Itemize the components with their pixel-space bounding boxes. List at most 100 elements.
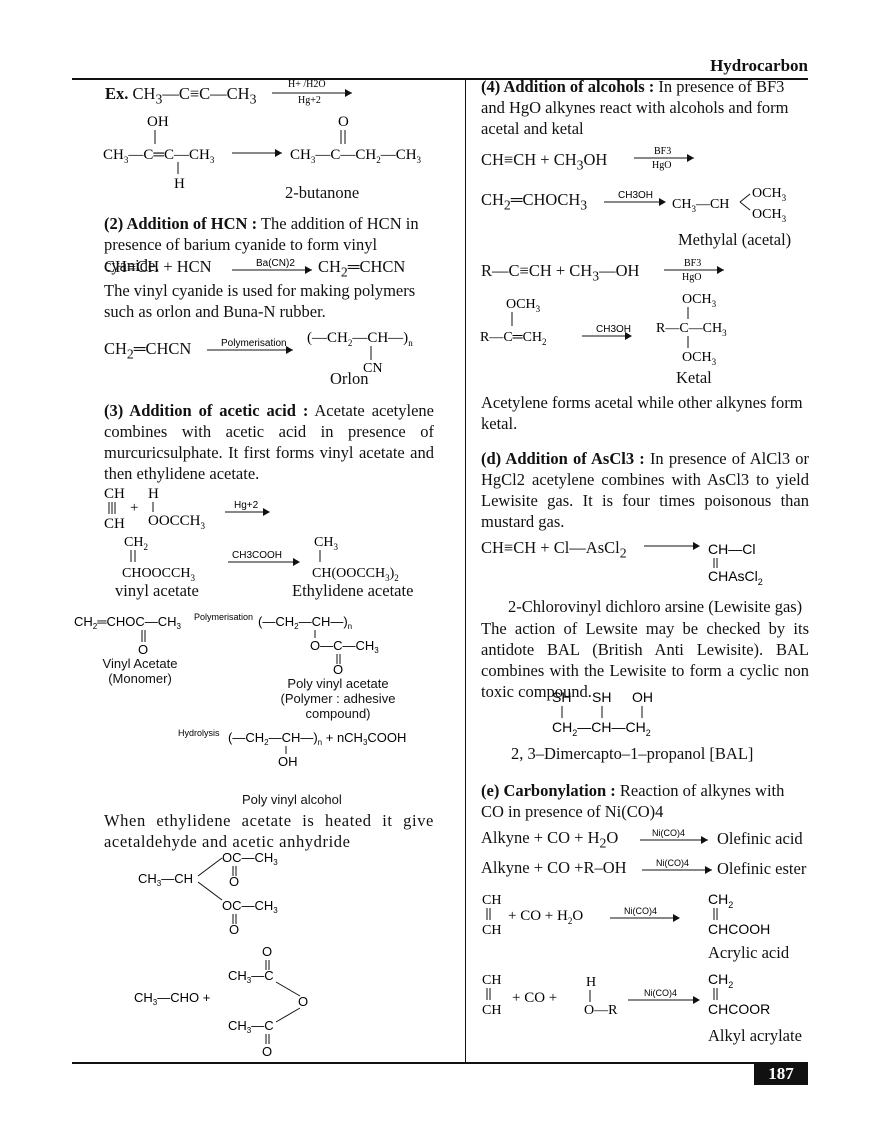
svg-text:O: O: [262, 944, 272, 959]
butanone-label: 2-butanone: [285, 183, 360, 202]
carbonylation-paragraph: (e) Carbonylation : Reaction of alkynes …: [481, 780, 809, 822]
vinyl-acetate-polymerisation: CH2═CHOC—CH3 O Polymerisation (—CH2—CH—)…: [74, 612, 379, 677]
top-rule: [72, 78, 808, 80]
acrylic-acid-formation: CH CH + CO + H2O Ni(CO)4 CH2 CHCOOH: [482, 891, 770, 938]
svg-text:CH3—CHO +: CH3—CHO +: [134, 990, 210, 1007]
svg-text:H: H: [174, 176, 185, 192]
ascl3-heading: (d) Addition of AsCl3 :: [481, 449, 645, 468]
orlon-polymerisation: Polymerisation (—CH2—CH—)n CN: [207, 330, 413, 376]
alcohols-paragraph: (4) Addition of alcohols : In presence o…: [481, 76, 809, 139]
svg-text:OC—CH3: OC—CH3: [222, 898, 278, 915]
svg-text:(—CH2—CH—)n: (—CH2—CH—)n: [307, 330, 413, 348]
ethylidene-label: Ethylidene acetate: [292, 581, 414, 600]
bf3-arrow-1: BF3 HgO: [634, 146, 694, 171]
svg-text:OH: OH: [147, 114, 169, 130]
svg-text:H: H: [148, 486, 159, 502]
bal-label: 2, 3–Dimercapto–1–propanol [BAL]: [511, 744, 754, 763]
svg-text:CH2: CH2: [124, 535, 148, 552]
vinyl-cyanide-monomer: CH2═CHCN: [104, 339, 192, 362]
acetylene-ascl3: CH≡CH + Cl—AsCl2: [481, 538, 627, 561]
svg-text:CH3—C: CH3—C: [228, 968, 274, 985]
acetal-text: Acetylene forms acetal while other alkyn…: [481, 393, 803, 433]
monomer-line2: (Monomer): [108, 671, 172, 686]
ex-reagent-top: H+ /H2O: [288, 79, 326, 90]
hcn-use-text: The vinyl cyanide is used for making pol…: [104, 281, 416, 321]
bottom-rule: [72, 1062, 808, 1064]
svg-text:CH2: CH2: [708, 891, 733, 910]
bf3-label: BF3: [654, 146, 671, 157]
svg-text:(—CH2—CH—)n: (—CH2—CH—)n: [258, 614, 352, 631]
olefinic-acid: Olefinic acid: [717, 829, 803, 848]
nico4-label-3: Ni(CO)4: [624, 906, 657, 916]
svg-text:CH3—C═C—CH3: CH3—C═C—CH3: [103, 147, 215, 165]
svg-text:CH: CH: [482, 1003, 501, 1018]
svg-text:CH(OOCCH3)2: CH(OOCCH3)2: [312, 566, 399, 583]
svg-text:O: O: [229, 922, 239, 937]
acetic-anhydride-structure: O CH3—C O CH3—CHO + CH3—C O: [134, 944, 308, 1059]
svg-text:H: H: [586, 975, 596, 990]
heated-text: When ethylidene acetate is heated it giv…: [104, 811, 434, 851]
alkyne-methanol: R—C≡CH + CH3—OH: [481, 261, 640, 284]
lewisite-label: 2-Chlorovinyl dichloro arsine (Lewisite …: [508, 597, 803, 616]
svg-text:CH2—CH—CH2: CH2—CH—CH2: [552, 719, 651, 738]
hgo-label-2: HgO: [682, 272, 701, 283]
ketal-label: Ketal: [676, 368, 712, 387]
svg-text:OCH3: OCH3: [682, 292, 717, 309]
svg-text:CHCOOH: CHCOOH: [708, 921, 770, 937]
svg-text:CH2═CHOC—CH3: CH2═CHOC—CH3: [74, 614, 182, 631]
svg-text:CHAsCl2: CHAsCl2: [708, 568, 763, 587]
svg-text:R—C—CH3: R—C—CH3: [656, 321, 727, 338]
svg-text:+ CO +: + CO +: [512, 990, 557, 1006]
ch3oh-label-1: CH3OH: [618, 190, 653, 201]
ascl3-paragraph: (d) Addition of AsCl3 : In presence of A…: [481, 448, 809, 532]
svg-text:CH: CH: [104, 486, 125, 502]
ketal-formation: OCH3 R—C═CH2 CH3OH OCH3 R—C—CH3 OCH3: [480, 292, 727, 366]
acrylic-acid-label: Acrylic acid: [708, 943, 790, 962]
hcn-paragraph: (2) Addition of HCN : The addition of HC…: [104, 213, 434, 276]
alkyne-co-water: Alkyne + CO + H2O: [481, 828, 619, 851]
acetic-reagent2: CH3COOH: [232, 550, 282, 561]
nico4-arrow-2: Ni(CO)4: [642, 858, 712, 874]
alkyl-acrylate-formation: CH CH + CO + H O—R Ni(CO)4 CH2 CHCOOR: [482, 971, 770, 1018]
ascl3-text: In presence of AlCl3 or HgCl2 acetylene …: [481, 449, 810, 531]
pva-line1: Poly vinyl acetate: [287, 676, 389, 691]
hcn-reagent: Ba(CN)2: [256, 258, 295, 269]
ex-reagent-bottom: Hg+2: [298, 95, 321, 106]
ch3oh-label-2: CH3OH: [596, 324, 631, 335]
nico4-label-1: Ni(CO)4: [652, 828, 685, 838]
alkyne-co-alcohol: Alkyne + CO +R–OH: [481, 858, 627, 877]
svg-text:R—C═CH2: R—C═CH2: [480, 330, 547, 347]
lewisite-text: The action of Lewsite may be checked by …: [481, 619, 809, 701]
acetic-reagent1: Hg+2: [234, 500, 259, 511]
svg-text:OC—CH3: OC—CH3: [222, 850, 278, 867]
methyl-vinyl-ether: CH2═CHOCH3: [481, 190, 588, 213]
vinyl-cyanide-formula: CH2═CHCN: [318, 257, 406, 280]
svg-text:CHCOOR: CHCOOR: [708, 1001, 770, 1017]
svg-text:O—R: O—R: [584, 1003, 618, 1018]
pva-caption: Poly vinyl acetate (Polymer : adhesive c…: [250, 676, 426, 721]
hydrolysis-scheme: Hydrolysis (—CH2—CH—)n + nCH3COOH OH: [178, 728, 406, 769]
hcn-reaction: CH≡CH + HCN: [104, 257, 212, 276]
svg-text:CH3—CH: CH3—CH: [672, 197, 729, 214]
svg-text:CH3: CH3: [314, 535, 338, 552]
example-arrow: H+ /H2O Hg+2: [272, 79, 352, 106]
lewisite-formation: CH—Cl CHAsCl2: [644, 541, 763, 587]
svg-text:CH: CH: [482, 973, 501, 988]
olefinic-ester: Olefinic ester: [717, 859, 807, 878]
acetic-heading: (3) Addition of acetic acid :: [104, 401, 309, 420]
methylal-formation: CH3OH CH3—CH OCH3 OCH3: [604, 186, 787, 224]
pvalc-label: Poly vinyl alcohol: [242, 792, 342, 807]
nico4-label-4: Ni(CO)4: [644, 988, 677, 998]
acetylene-methanol: CH≡CH + CH3OH: [481, 150, 608, 173]
carbonylation-text: Reaction of alkynes with CO in presence …: [481, 781, 785, 821]
svg-text:O: O: [262, 1044, 272, 1059]
page-number: 187: [754, 1063, 808, 1085]
svg-text:SH: SH: [592, 689, 611, 705]
vinyl-acetate-label: vinyl acetate: [115, 581, 199, 600]
svg-text:OCH3: OCH3: [682, 350, 717, 366]
svg-text:CHOOCCH3: CHOOCCH3: [122, 566, 195, 583]
svg-text:CN: CN: [363, 361, 382, 376]
svg-text:CH3—C—CH2—CH3: CH3—C—CH2—CH3: [290, 147, 422, 165]
alcohols-heading: (4) Addition of alcohols :: [481, 77, 655, 96]
polymerisation-label: Polymerisation: [221, 338, 287, 349]
